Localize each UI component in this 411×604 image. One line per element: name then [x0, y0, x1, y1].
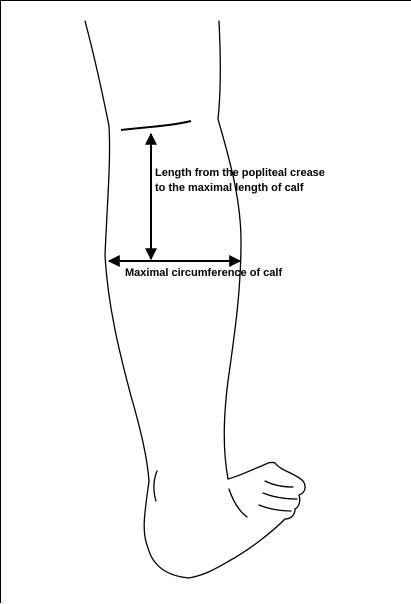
length-label-line2: to the maximal length of calf [155, 182, 304, 194]
heel-crease [154, 471, 157, 501]
popliteal-crease-line [121, 121, 191, 130]
length-label-line1: Length from the popliteal crease [155, 167, 325, 179]
toe-line-3 [259, 505, 291, 511]
leg-left-contour [85, 21, 189, 578]
ankle-crease [229, 489, 247, 517]
toe-line-1 [265, 481, 293, 487]
leg-right-contour [218, 21, 241, 479]
toe-line-2 [263, 493, 297, 499]
circumference-label: Maximal circumference of calf [125, 267, 282, 279]
leg-outline [85, 21, 305, 578]
foot-outline [189, 462, 305, 578]
